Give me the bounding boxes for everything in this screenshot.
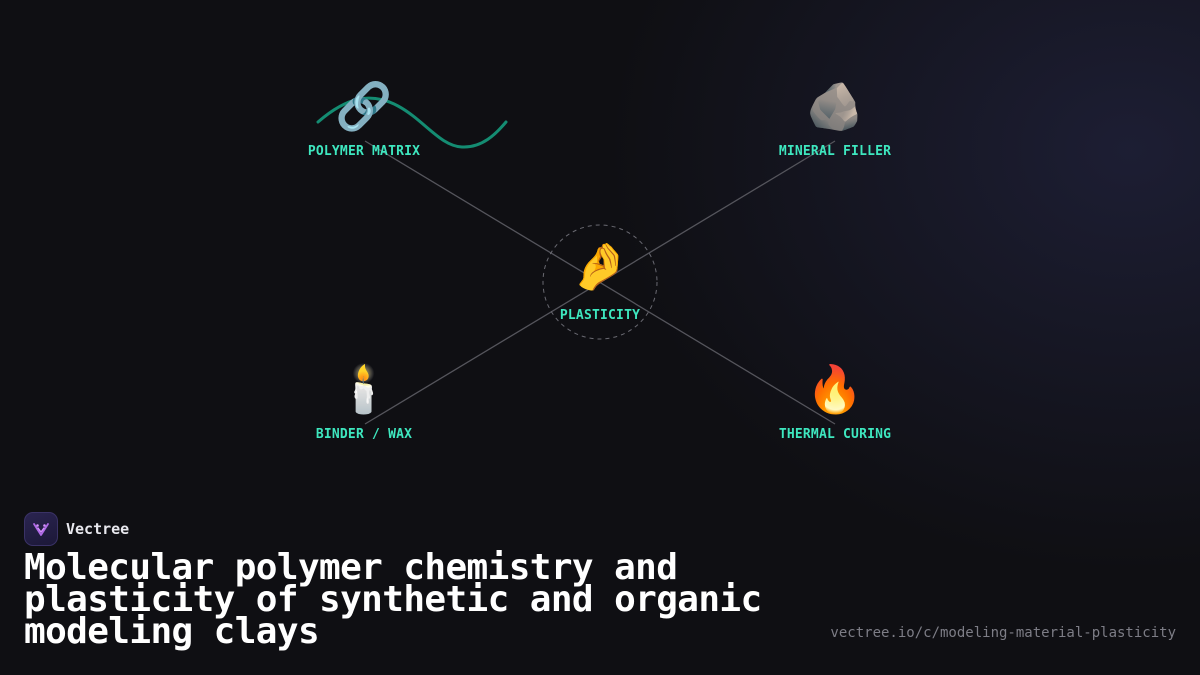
connector-filler-to-binder: [364, 140, 836, 425]
brand[interactable]: Vectree: [24, 512, 129, 546]
node-plasticity: 🤌 PLASTICITY: [490, 238, 710, 323]
center-ring: [542, 224, 658, 340]
node-label: THERMAL CURING: [778, 427, 892, 442]
rock-icon: 🪨: [806, 79, 864, 133]
node-binder-wax: 🕯️ BINDER / WAX: [254, 361, 474, 442]
node-mineral-filler: 🪨 MINERAL FILLER: [725, 78, 945, 159]
node-polymer-matrix: 🔗 POLYMER MATRIX: [254, 78, 474, 159]
brand-name: Vectree: [66, 520, 130, 538]
page-title: Molecular polymer chemistry and plastici…: [24, 547, 762, 652]
vectree-logo-icon: [24, 512, 58, 546]
page-url[interactable]: vectree.io/c/modeling-material-plasticit…: [830, 625, 1176, 641]
fire-icon: 🔥: [806, 362, 864, 416]
candle-icon: 🕯️: [335, 362, 393, 416]
node-thermal-curing: 🔥 THERMAL CURING: [725, 361, 945, 442]
node-label: PLASTICITY: [559, 308, 641, 323]
connector-layer: [316, 96, 836, 425]
polymer-chain-wave: [316, 96, 508, 149]
node-label: MINERAL FILLER: [778, 144, 892, 159]
link-icon: 🔗: [335, 79, 393, 133]
pinching-hand-icon: 🤌: [571, 239, 629, 293]
node-label: BINDER / WAX: [315, 427, 413, 442]
node-label: POLYMER MATRIX: [307, 144, 421, 159]
diagram: 🔗 POLYMER MATRIX 🪨 MINERAL FILLER 🤌 PLAS…: [254, 78, 945, 442]
